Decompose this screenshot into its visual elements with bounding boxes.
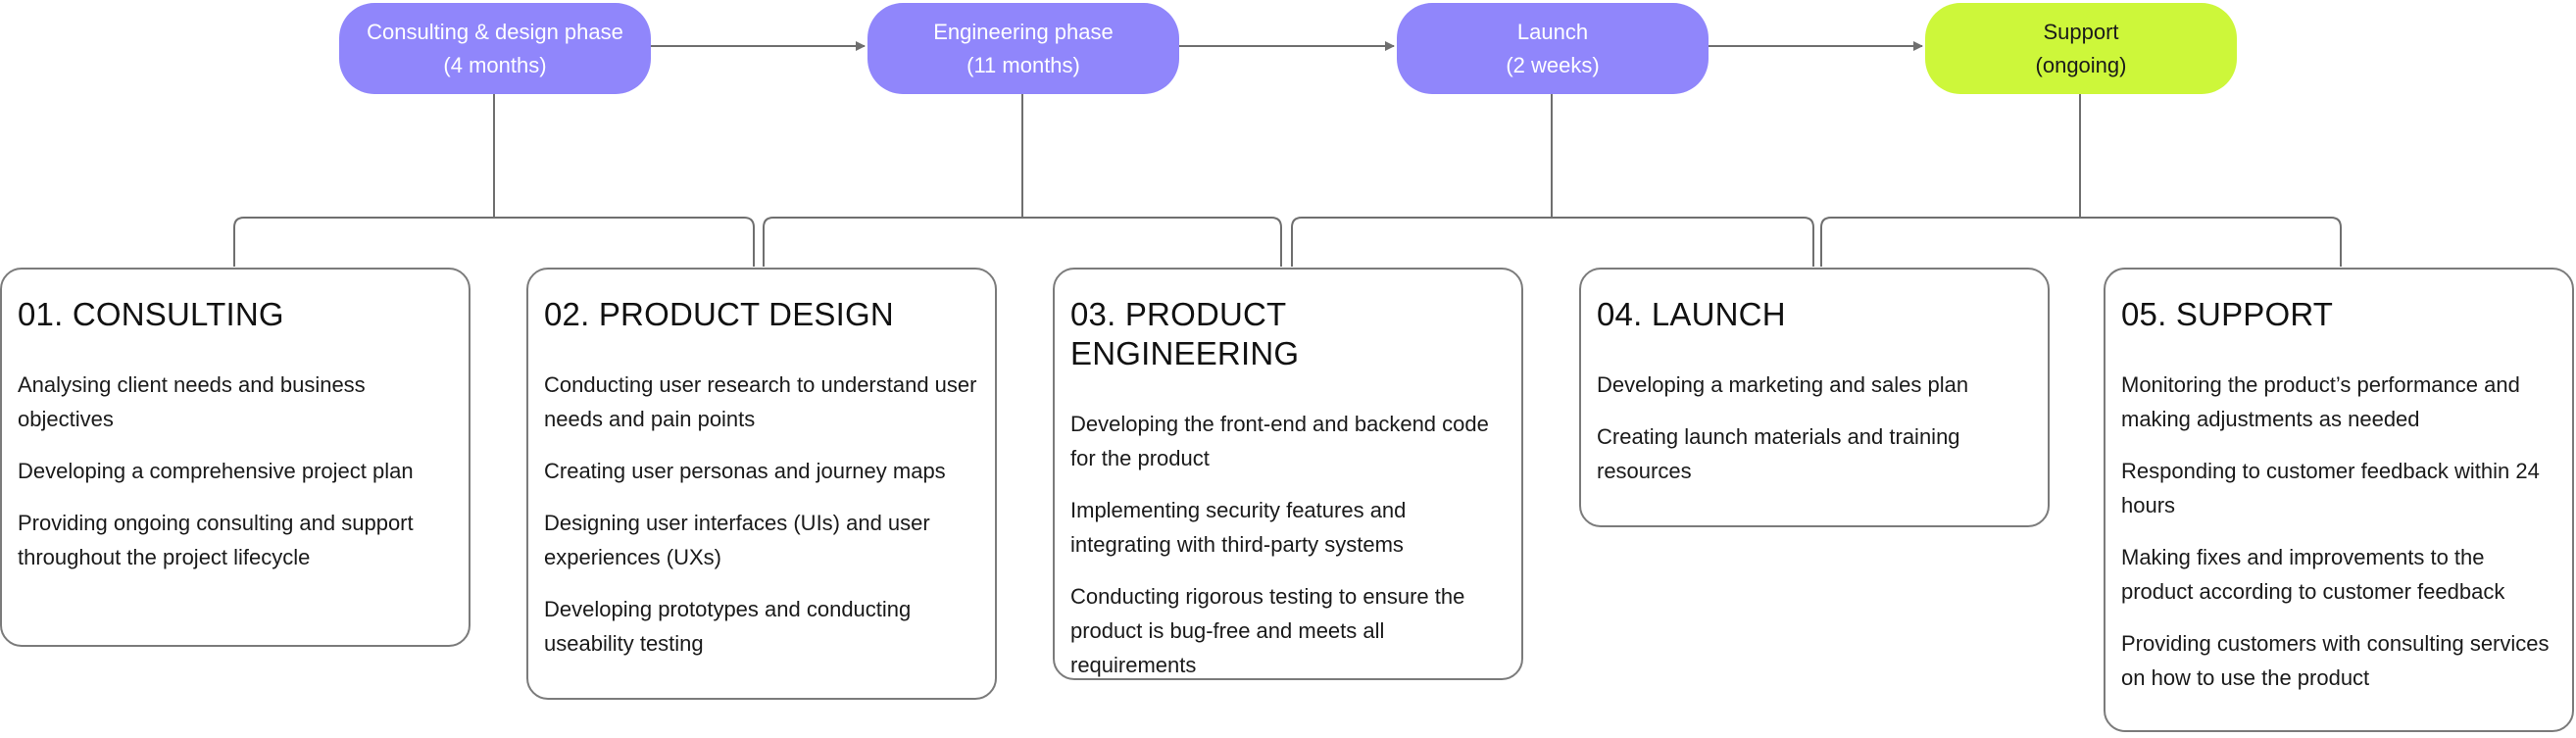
phase-duration: (2 weeks) bbox=[1506, 52, 1600, 77]
stage-task-list: Conducting user research to understand u… bbox=[544, 368, 979, 661]
stage-task-item: Implementing security features and integ… bbox=[1070, 498, 1407, 557]
phase-duration: (11 months) bbox=[966, 52, 1080, 77]
stage-task-item: Developing the front-end and backend cod… bbox=[1070, 412, 1489, 470]
phase-duration: (ongoing) bbox=[2035, 52, 2127, 77]
bracket-phase-3 bbox=[1291, 94, 1814, 267]
stage-card-product-engineering: 03. PRODUCT ENGINEERING Developing the f… bbox=[1053, 268, 1523, 680]
stage-task-list: Developing a marketing and sales plan Cr… bbox=[1597, 368, 2032, 488]
stage-task-item: Creating user personas and journey maps bbox=[544, 459, 946, 483]
stage-card-product-design: 02. PRODUCT DESIGN Conducting user resea… bbox=[526, 268, 997, 700]
stage-task-list: Monitoring the product’s performance and… bbox=[2121, 368, 2556, 695]
stage-title: 02. PRODUCT DESIGN bbox=[544, 296, 894, 332]
stage-title: 01. CONSULTING bbox=[18, 296, 284, 332]
stage-task-list: Analysing client needs and business obje… bbox=[18, 368, 453, 574]
phase-engineering: Engineering phase (11 months) bbox=[867, 3, 1179, 94]
phase-support: Support (ongoing) bbox=[1925, 3, 2237, 94]
stage-task-item: Analysing client needs and business obje… bbox=[18, 372, 366, 431]
stage-task-item: Monitoring the product’s performance and… bbox=[2121, 372, 2520, 431]
phase-consulting-design: Consulting & design phase (4 months) bbox=[339, 3, 651, 94]
stage-task-item: Conducting user research to understand u… bbox=[544, 372, 977, 431]
stage-title: 05. SUPPORT bbox=[2121, 296, 2334, 332]
phase-name: Engineering phase bbox=[933, 19, 1114, 44]
stage-task-item: Creating launch materials and training r… bbox=[1597, 424, 1960, 483]
stage-title: 04. LAUNCH bbox=[1597, 296, 1786, 332]
stage-task-item: Providing ongoing consulting and support… bbox=[18, 511, 414, 569]
bracket-phase-2 bbox=[763, 94, 1282, 267]
stage-title: 03. PRODUCT ENGINEERING bbox=[1070, 296, 1300, 371]
stage-task-item: Conducting rigorous testing to ensure th… bbox=[1070, 584, 1465, 677]
stage-card-support: 05. SUPPORT Monitoring the product’s per… bbox=[2104, 268, 2574, 732]
stage-task-item: Responding to customer feedback within 2… bbox=[2121, 459, 2540, 517]
stage-card-consulting: 01. CONSULTING Analysing client needs an… bbox=[0, 268, 471, 647]
bracket-phase-4 bbox=[1820, 94, 2342, 267]
stage-task-item: Developing a comprehensive project plan bbox=[18, 459, 414, 483]
stage-task-item: Designing user interfaces (UIs) and user… bbox=[544, 511, 930, 569]
phase-duration: (4 months) bbox=[443, 52, 547, 77]
bracket-phase-1 bbox=[233, 94, 755, 267]
phase-name: Consulting & design phase bbox=[367, 19, 623, 44]
stage-task-list: Developing the front-end and backend cod… bbox=[1070, 407, 1506, 682]
stage-task-item: Developing prototypes and conducting use… bbox=[544, 597, 912, 656]
phase-name: Launch bbox=[1516, 19, 1589, 44]
stage-card-launch: 04. LAUNCH Developing a marketing and sa… bbox=[1579, 268, 2050, 527]
stage-task-item: Making fixes and improvements to the pro… bbox=[2121, 545, 2505, 604]
phase-launch: Launch (2 weeks) bbox=[1397, 3, 1709, 94]
phase-name: Support bbox=[2043, 19, 2119, 44]
stage-task-item: Providing customers with consulting serv… bbox=[2121, 631, 2550, 690]
stage-task-item: Developing a marketing and sales plan bbox=[1597, 372, 1969, 397]
